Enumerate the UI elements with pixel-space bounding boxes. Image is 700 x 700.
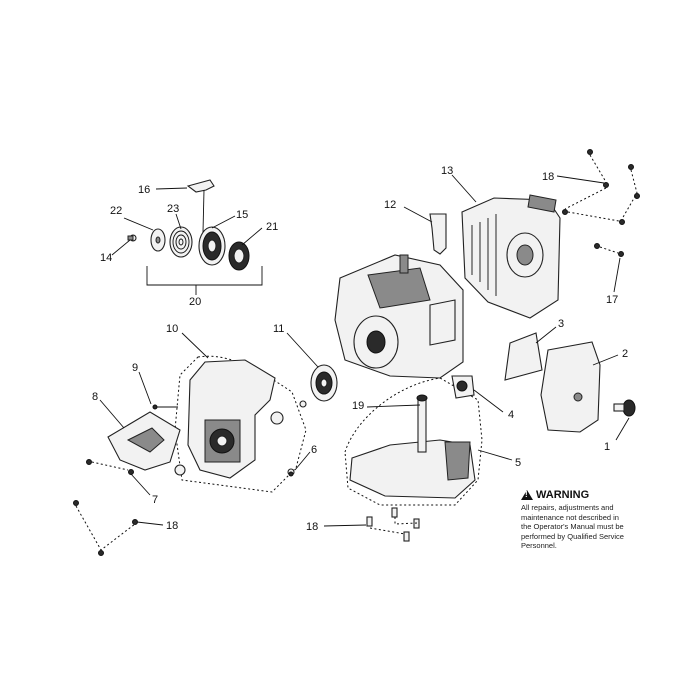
- callout-21: 21: [266, 221, 278, 233]
- callout-16: 16: [138, 184, 150, 196]
- callout-23: 23: [167, 203, 179, 215]
- plate-screws: [86, 459, 134, 475]
- callout-14: 14: [100, 252, 112, 264]
- ignition-bracket: [429, 213, 447, 255]
- callout-18-bottom: 18: [306, 521, 318, 533]
- callout-13: 13: [441, 165, 453, 177]
- warning-line-4: performed by Qualified Service: [521, 531, 624, 541]
- tank-screw: [288, 471, 294, 477]
- starter-screw: [127, 234, 137, 242]
- starter-pawl-plate: [228, 241, 250, 271]
- air-filter-cover: [540, 341, 601, 433]
- starter-washer: [150, 228, 166, 252]
- warning-title: WARNING: [536, 489, 590, 501]
- callout-8: 8: [92, 391, 98, 403]
- leader-lines: [99, 174, 630, 527]
- callout-18-top: 18: [542, 171, 554, 183]
- callout-1: 1: [604, 441, 610, 453]
- cover-screws: [594, 243, 624, 257]
- flywheel: [299, 364, 338, 408]
- heat-shield-plate: [107, 411, 181, 471]
- callout-11: 11: [273, 323, 284, 335]
- starter-handle: [186, 179, 215, 233]
- engine-block: [334, 254, 464, 379]
- callout-18-left: 18: [166, 520, 178, 532]
- warning-triangle-icon: [521, 490, 533, 500]
- callout-3: 3: [558, 318, 564, 330]
- top-right-screws: [562, 149, 640, 225]
- callout-9: 9: [132, 362, 138, 374]
- callout-17: 17: [606, 294, 618, 306]
- warning-line-1: All repairs, adjustments and: [521, 503, 614, 512]
- warning-notice: WARNING All repairs, adjustments and mai…: [521, 489, 641, 551]
- callout-6: 6: [311, 444, 317, 456]
- warning-line-3: the Operator's Manual must be: [521, 522, 624, 531]
- housing-screw: [152, 404, 178, 410]
- callout-22: 22: [110, 205, 122, 217]
- air-filter: [504, 332, 543, 381]
- lower-left-screws: [73, 500, 138, 556]
- callout-7: 7: [152, 494, 158, 506]
- callout-10: 10: [166, 323, 178, 335]
- callout-15: 15: [236, 209, 248, 221]
- starter-pulley: [198, 226, 226, 266]
- callout-20: 20: [189, 296, 201, 308]
- callout-2: 2: [622, 348, 628, 360]
- blower-housing-assembly: [174, 355, 307, 493]
- engine-cover: [461, 194, 561, 319]
- warning-line-2: maintenance not described in: [521, 512, 619, 522]
- recoil-spring: [169, 226, 193, 258]
- primer-bulb: [451, 375, 475, 399]
- warning-text: All repairs, adjustments and maintenance…: [521, 503, 641, 551]
- warning-heading: WARNING: [521, 489, 641, 501]
- lower-middle-screws: [366, 507, 420, 542]
- fuel-tank-assembly: [344, 377, 483, 506]
- starter-assembly: [127, 179, 263, 295]
- warning-line-5: Personnel.: [521, 541, 557, 550]
- callout-5: 5: [515, 457, 521, 469]
- callout-12: 12: [384, 199, 396, 211]
- callout-labels: 1 2 3 4 5 6 7 8 9 10 11 12 13 14 15 16 1…: [92, 165, 628, 533]
- callout-4: 4: [508, 409, 514, 421]
- callout-19: 19: [352, 400, 364, 412]
- cover-knob: [613, 399, 636, 417]
